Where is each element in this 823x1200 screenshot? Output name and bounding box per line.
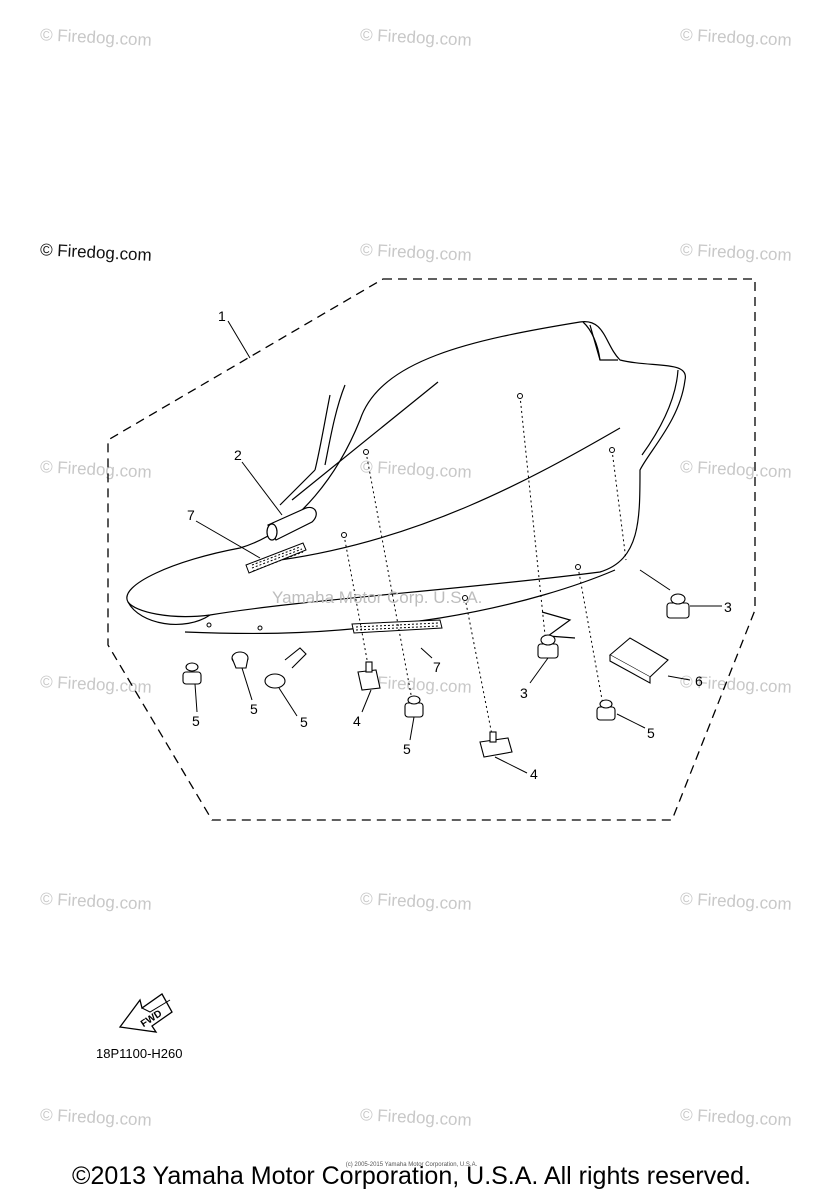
callout-5-e: 5 xyxy=(647,725,655,741)
callout-5-d: 5 xyxy=(403,741,411,757)
damper-parts-5 xyxy=(182,647,616,721)
small-print: (c) 2005-2015 Yamaha Motor Corporation, … xyxy=(345,1162,478,1168)
copyright-footer: ©2013 Yamaha Motor Corporation, U.S.A. A… xyxy=(72,1162,751,1190)
part-code: 18P1100-H260 xyxy=(96,1046,183,1061)
fwd-arrow-icon: FWD xyxy=(118,993,173,1033)
callout-1: 1 xyxy=(218,308,226,324)
manufacturer-text: Yamaha Motor Corp. U.S.A. xyxy=(272,588,482,607)
callout-5-a: 5 xyxy=(192,713,200,729)
damper-parts-3 xyxy=(537,593,690,659)
callout-5-b: 5 xyxy=(250,701,258,717)
assembly-boundary xyxy=(107,278,756,821)
callout-4-right: 4 xyxy=(530,766,538,782)
callout-5-c: 5 xyxy=(300,714,308,730)
callout-2: 2 xyxy=(234,447,242,463)
callout-6: 6 xyxy=(695,673,703,689)
pad-part-6 xyxy=(609,637,669,684)
callout-4-left: 4 xyxy=(353,713,361,729)
callout-3-left: 3 xyxy=(520,685,528,701)
clip-parts-4 xyxy=(357,661,513,758)
seat-body xyxy=(126,321,686,639)
hook-tape-parts-7 xyxy=(245,542,443,634)
callout-7-bottom: 7 xyxy=(433,659,441,675)
tape-roll-part-2 xyxy=(266,506,317,541)
leader-lines xyxy=(194,320,722,774)
mounting-holes xyxy=(206,393,615,631)
callout-7-top: 7 xyxy=(187,507,195,523)
callout-3-right: 3 xyxy=(724,599,732,615)
mounting-lines xyxy=(343,395,627,736)
